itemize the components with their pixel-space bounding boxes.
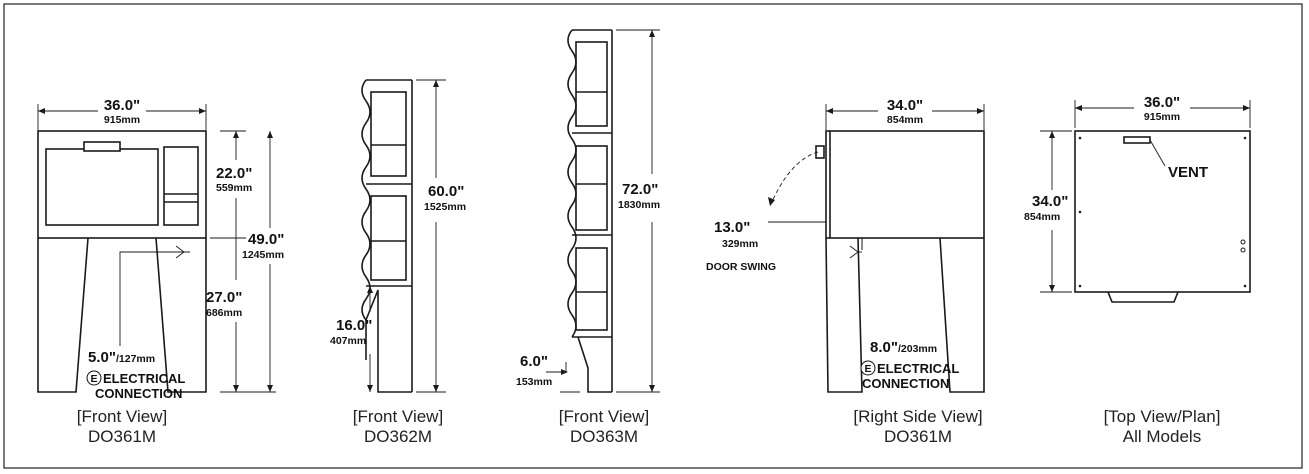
dim-lower-mm: 686mm bbox=[206, 307, 242, 319]
leg bbox=[577, 336, 612, 393]
dim-height-mm: 1830mm bbox=[618, 199, 660, 211]
right-leg bbox=[155, 237, 207, 393]
dim-leg-in: 6.0" bbox=[520, 353, 548, 370]
conn-label-1: ELECTRICAL bbox=[877, 361, 959, 376]
conn-label-2: CONNECTION bbox=[862, 376, 949, 391]
conn-label-2: CONNECTION bbox=[95, 386, 182, 401]
dim-depth-in: 34.0" bbox=[887, 97, 923, 114]
dim-depth-mm: 854mm bbox=[887, 114, 923, 126]
dim-upper-in: 22.0" bbox=[216, 165, 252, 182]
dim-total-mm: 1245mm bbox=[242, 249, 284, 261]
view-right-side-do361m: 34.0" 854mm 13.0" 329mm DOOR SWING 8.0"/… bbox=[706, 97, 985, 446]
upper-oven-door bbox=[370, 91, 407, 177]
cutaway-edge bbox=[567, 29, 577, 338]
dim-width-mm: 915mm bbox=[104, 114, 140, 126]
cutaway-edge bbox=[361, 79, 371, 321]
conn-dim: 8.0"/203mm bbox=[870, 339, 937, 356]
top-oven-door bbox=[575, 41, 608, 127]
conn-label-1: ELECTRICAL bbox=[103, 371, 185, 386]
vent-label: VENT bbox=[1168, 164, 1208, 181]
oven-door bbox=[45, 148, 159, 226]
door-hinge bbox=[815, 145, 825, 159]
dim-total-in: 49.0" bbox=[248, 231, 284, 248]
dim-height-mm: 1525mm bbox=[424, 201, 466, 213]
vent bbox=[1123, 136, 1151, 144]
dim-leg-mm: 407mm bbox=[330, 335, 366, 347]
front-leg bbox=[825, 237, 863, 393]
view-front-do361m: 36.0" 915mm 22.0" 559mm 49.0" 1245mm 2 bbox=[37, 97, 284, 446]
view-top-plan: 36.0" 915mm VENT 34.0" 854mm [Top View/P… bbox=[1024, 94, 1251, 446]
drawing-border bbox=[3, 3, 1303, 469]
door-handle-plan bbox=[1107, 291, 1179, 303]
caption-line-1: [Top View/Plan] bbox=[1104, 407, 1221, 426]
dim-height-in: 72.0" bbox=[622, 181, 658, 198]
control-panel bbox=[163, 146, 199, 226]
oven-body bbox=[37, 130, 207, 239]
left-leg bbox=[37, 237, 89, 393]
middle-oven-door bbox=[575, 145, 608, 231]
caption-line-1: [Front View] bbox=[559, 407, 649, 426]
dim-leg-in: 16.0" bbox=[336, 317, 372, 334]
oven-body bbox=[825, 130, 985, 239]
dim-swing-mm: 329mm bbox=[722, 238, 758, 250]
dim-width-mm: 915mm bbox=[1144, 111, 1180, 123]
view-front-do363m: 72.0" 1830mm 6.0" 153mm [Front View] DO3… bbox=[516, 29, 660, 446]
dim-depth-in: 34.0" bbox=[1032, 193, 1068, 210]
caption-line-2: DO362M bbox=[364, 427, 432, 446]
dim-width-in: 36.0" bbox=[104, 97, 140, 114]
caption-line-2: All Models bbox=[1123, 427, 1201, 446]
door-swing-arc bbox=[769, 151, 819, 207]
electrical-symbol: E bbox=[90, 373, 97, 385]
caption-line-1: [Right Side View] bbox=[853, 407, 982, 426]
caption-line-2: DO361M bbox=[88, 427, 156, 446]
dim-leg-mm: 153mm bbox=[516, 376, 552, 388]
caption-line-1: [Front View] bbox=[353, 407, 443, 426]
view-front-do362m: 60.0" 1525mm 16.0" 407mm [Front View] DO… bbox=[330, 79, 466, 446]
dim-swing-in: 13.0" bbox=[714, 219, 750, 236]
electrical-symbol: E bbox=[864, 363, 871, 375]
dim-upper-mm: 559mm bbox=[216, 182, 252, 194]
dim-depth-mm: 854mm bbox=[1024, 211, 1060, 223]
dim-height-in: 60.0" bbox=[428, 183, 464, 200]
caption-line-2: DO361M bbox=[884, 427, 952, 446]
door-handle bbox=[83, 141, 121, 152]
rear-leg bbox=[939, 237, 985, 393]
caption-line-1: [Front View] bbox=[77, 407, 167, 426]
lower-oven-door bbox=[370, 195, 407, 281]
conn-dim: 5.0"/127mm bbox=[88, 349, 155, 366]
caption-line-2: DO363M bbox=[570, 427, 638, 446]
dim-lower-in: 27.0" bbox=[206, 289, 242, 306]
dim-width-in: 36.0" bbox=[1144, 94, 1180, 111]
leg bbox=[365, 289, 412, 393]
oven-top-outline bbox=[1074, 130, 1251, 293]
bottom-oven-door bbox=[575, 247, 608, 331]
door-swing-label: DOOR SWING bbox=[706, 261, 776, 273]
